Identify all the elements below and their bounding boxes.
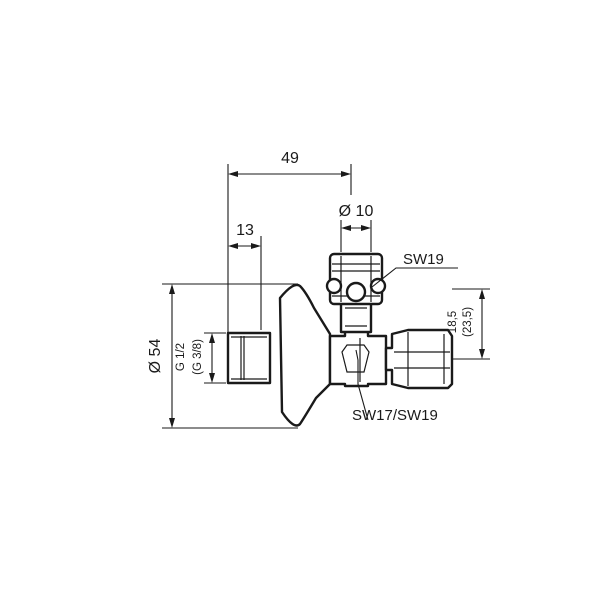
rosette-flange (278, 283, 332, 427)
thread-size-label: G 1/2 (175, 343, 187, 371)
outlet-wrench-size-label: SW17/SW19 (352, 407, 438, 424)
outlet-height-label: 18,5 (447, 311, 459, 333)
body-hex-nut (341, 344, 370, 373)
threaded-shank (226, 331, 272, 385)
thread-size-alt-label: (G 3/8) (192, 339, 204, 375)
spindle-diameter-label: Ø 10 (339, 203, 374, 220)
dimension-labels: 49 Ø 10 13 Ø 54 G 1/2 (G 3/8) 18,5 (23,5… (147, 150, 474, 424)
valve-body-outline (226, 252, 454, 427)
outlet-tube (384, 328, 454, 390)
overall-length-label: 49 (281, 150, 299, 167)
dimension-lines (162, 164, 490, 429)
thread-length-label: 13 (236, 222, 254, 239)
outlet-height-alt-label: (23,5) (462, 307, 474, 337)
cap-wrench-size-label: SW19 (403, 251, 444, 268)
bonnet-neck (339, 300, 373, 334)
rosette-diameter-label: Ø 54 (147, 339, 164, 374)
